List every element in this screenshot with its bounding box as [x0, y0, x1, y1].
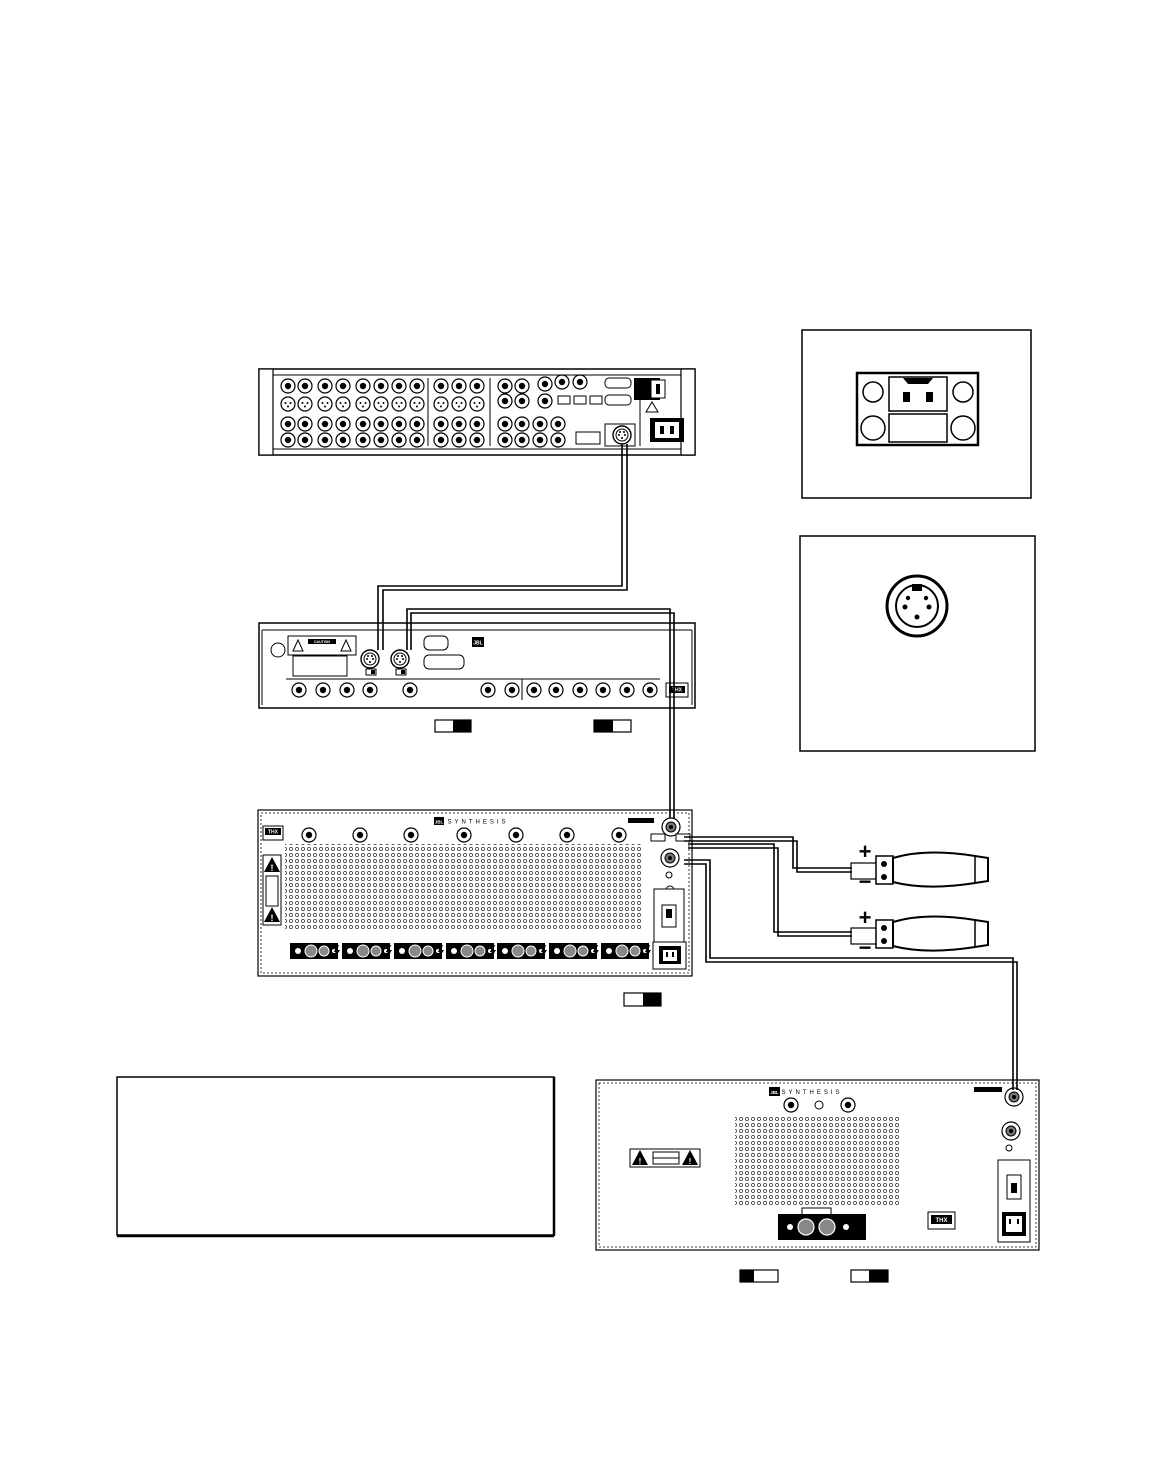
- controller-unit: CAUTION JBL THX: [258, 622, 696, 709]
- svg-text:!: !: [271, 913, 274, 923]
- control-cable-controller-to-amp: [406, 608, 671, 818]
- thx-mark: THX: [672, 688, 683, 694]
- sub-control-section: [997, 1087, 1031, 1243]
- brand-mark: JBL: [770, 1090, 779, 1095]
- amp-control-section: [650, 817, 691, 970]
- thx-mark: THX: [268, 830, 279, 836]
- brand-mark: JBL: [435, 820, 444, 825]
- switch-indicator: [623, 992, 662, 1007]
- amp-speaker-terminals: [289, 942, 651, 960]
- control-cable-amp-to-subwoofer: [684, 859, 1014, 1090]
- svg-text:!: !: [689, 1157, 692, 1166]
- note-box: [116, 1076, 556, 1238]
- preamp-power-section: [634, 378, 684, 442]
- warning-labels: ! !: [262, 854, 282, 926]
- switch-indicator: [593, 719, 632, 733]
- positive-polarity-label: +: [859, 839, 872, 864]
- wordmark: SYNTHESIS: [781, 1090, 842, 1096]
- subwoofer-amplifier: JBL SYNTHESIS ! ! THX: [595, 1079, 1040, 1251]
- thx-badge: THX: [665, 682, 689, 698]
- amp-brand-logo: JBL SYNTHESIS: [434, 817, 508, 826]
- svg-text:!: !: [271, 863, 274, 873]
- positive-polarity-label: +: [859, 905, 872, 930]
- switch-indicator: [850, 1269, 889, 1283]
- thx-badge: THX: [927, 1211, 956, 1230]
- connecting-cables: [377, 444, 1018, 1090]
- preamp-processor: [258, 368, 696, 456]
- preamp-control-din-output: [604, 423, 636, 447]
- controller-brand-logo: JBL: [472, 637, 484, 647]
- svg-text:!: !: [639, 1157, 642, 1166]
- multichannel-power-amplifier: JBL SYNTHESIS THX ! !: [257, 809, 693, 977]
- speaker-banana-plug: + −: [850, 905, 989, 960]
- wordmark: SYNTHESIS: [447, 820, 508, 826]
- brand-mark: JBL: [473, 641, 482, 647]
- ac-power-receptacle-detail: [801, 329, 1032, 499]
- thx-mark: THX: [936, 1218, 948, 1224]
- sub-brand-logo: JBL SYNTHESIS: [769, 1087, 842, 1096]
- warning-labels: ! !: [629, 1148, 701, 1168]
- switch-indicator: [434, 719, 472, 733]
- speaker-banana-plug: + −: [850, 839, 989, 894]
- thx-badge: THX: [262, 825, 284, 841]
- preamp-output-section: [497, 374, 636, 448]
- control-cable-preamp-to-controller: [377, 444, 623, 650]
- caution-text: CAUTION: [314, 640, 330, 644]
- switch-indicator: [739, 1269, 779, 1283]
- controller-din-ports: [360, 649, 410, 676]
- sub-speaker-terminals: [778, 1207, 866, 1240]
- speaker-cable-1: [684, 836, 852, 869]
- controller-caution-label: CAUTION: [287, 635, 357, 677]
- speaker-cable-2: [688, 843, 852, 933]
- din-connector-detail: [799, 535, 1036, 752]
- power-inlet: [650, 418, 684, 442]
